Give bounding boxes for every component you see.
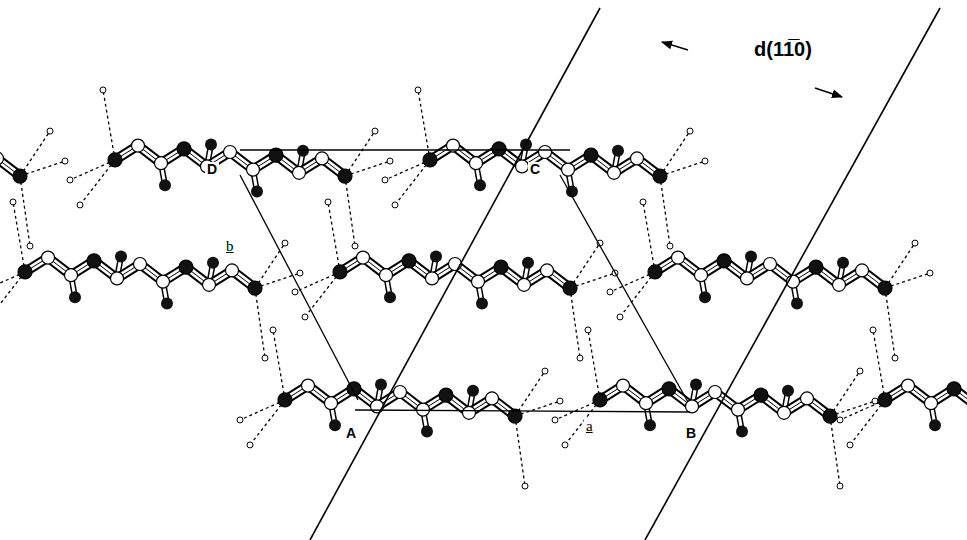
- molecule: [837, 327, 967, 489]
- molecule: [67, 87, 393, 249]
- molecule: [552, 327, 878, 489]
- unit-cell: [240, 150, 690, 412]
- plane-spacing-label: d(11̅0): [752, 38, 814, 60]
- axis-label: a: [584, 418, 595, 435]
- molecule: [607, 199, 933, 361]
- molecule: [0, 199, 303, 361]
- molecule: [292, 199, 618, 361]
- molecule: [237, 327, 563, 489]
- molecule: [382, 87, 708, 249]
- lattice-plane-lines: [310, 8, 940, 540]
- cell-corner-label: B: [684, 426, 698, 441]
- molecule: [0, 87, 68, 249]
- cell-corner-label: D: [205, 162, 219, 177]
- cell-corner-label: C: [528, 162, 542, 177]
- axis-label: b: [224, 238, 236, 255]
- cell-corner-label: A: [344, 426, 358, 441]
